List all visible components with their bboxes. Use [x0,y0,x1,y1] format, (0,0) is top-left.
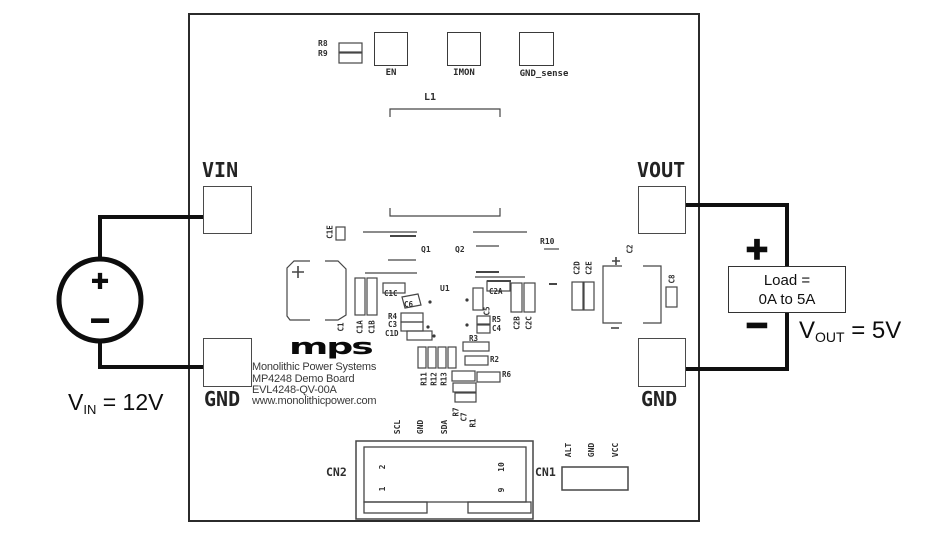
board-outline [188,13,700,522]
silkscreen-ref-r10: R10 [540,237,555,246]
silkscreen-ref-r11: R11 [419,372,429,386]
connector-cn2-label: CN2 [326,465,347,479]
pad-gnd-right [638,338,686,387]
vin-annotation: VIN = 12V [68,389,163,417]
silkscreen-ref-q1: Q1 [421,245,431,254]
load-plus-symbol: + [745,229,769,271]
pad-en [374,32,408,66]
silkscreen-ref-c8: C8 [667,274,677,284]
silkscreen-ref-c1c: C1C [384,289,398,298]
silkscreen-ref-c1d: C1D [385,329,399,338]
board-name-text: MP4248 Demo Board [252,373,355,385]
load-box-line2: 0A to 5A [758,290,816,308]
silkscreen-ref-scl: SCL [393,419,402,435]
pad-imon [447,32,481,66]
silkscreen-ref-9: 9 [497,487,506,493]
silkscreen-ref-c1b: C1B [367,320,377,334]
gnd-right-pad-label: GND [641,387,678,411]
silkscreen-ref-r2: R2 [490,355,500,364]
silkscreen-ref-r4: R4 [388,312,398,321]
silkscreen-ref-gnd: GND [416,419,425,435]
silkscreen-ref-c1e: C1E [325,225,335,239]
silkscreen-ref-c2a: C2A [489,287,503,296]
vout-annotation: VOUT = 5V [799,317,901,345]
silkscreen-ref-10: 10 [497,462,506,472]
connector-cn1-label: CN1 [535,465,556,479]
pad-vin [203,186,252,234]
wire-vout-positive [686,203,789,266]
silkscreen-ref-r9: R9 [318,49,328,58]
gnd-left-pad-label: GND [204,387,241,411]
vout-pad-label: VOUT [637,158,686,182]
silkscreen-ref-sda: SDA [440,419,449,435]
pad-vout [638,186,686,234]
source-plus-symbol: + [91,265,110,298]
load-box-line1: Load = [763,271,811,289]
silkscreen-ref-c2c: C2C [524,316,534,330]
vin-annotation-symbol: V [68,389,84,415]
silkscreen-ref-c5: C5 [482,306,492,316]
silkscreen-ref-c1: C1 [336,322,346,332]
en-pad-label: EN [385,68,397,78]
silkscreen-ref-c3: C3 [388,320,398,329]
silkscreen-ref-r5: R5 [492,315,502,324]
source-minus-symbol: − [90,302,111,340]
silkscreen-ref-c2e: C2E [584,261,594,275]
pad-gnd-left [203,338,252,387]
silkscreen-ref-r8: R8 [318,39,328,48]
silkscreen-ref-q2: Q2 [455,245,465,254]
silkscreen-ref-r1: R1 [468,418,478,428]
vin-pad-label: VIN [202,158,239,182]
mps-logo: mps [289,334,374,360]
gnd-sense-pad-label: GND_sense [519,69,569,79]
vin-annotation-value: = 12V [96,389,164,415]
vout-annotation-symbol: V [799,317,816,344]
silkscreen-ref-c1a: C1A [355,320,365,334]
silkscreen-ref-c7: C7 [459,412,469,422]
website-text: www.monolithicpower.com [252,395,377,407]
vin-annotation-subscript: IN [83,402,97,417]
silkscreen-ref-r3: R3 [469,334,479,343]
silkscreen-ref-r12: R12 [429,372,439,386]
silkscreen-ref-r13: R13 [439,372,449,386]
silkscreen-ref-gnd: GND [587,442,596,458]
silkscreen-ref-c2d: C2D [572,261,582,275]
silkscreen-ref-r6: R6 [502,370,512,379]
silkscreen-ref-c2: C2 [625,244,635,254]
pad-gnd-sense [519,32,554,66]
inductor-l1-label: L1 [424,92,437,103]
load-minus-symbol: − [745,305,769,347]
silkscreen-ref-2: 2 [378,464,387,470]
board-part-number-text: EVL4248-QV-00A [252,384,337,396]
wire-vout-negative [686,312,789,371]
silkscreen-ref-c2b: C2B [512,316,522,330]
silkscreen-ref-c4: C4 [492,324,502,333]
load-box: Load = 0A to 5A [728,266,846,313]
silkscreen-ref-c6: C6 [404,300,414,309]
company-name-text: Monolithic Power Systems [252,361,377,373]
silkscreen-ref-vcc: VCC [611,442,620,458]
silkscreen-ref-u1: U1 [440,284,450,293]
imon-pad-label: IMON [453,68,475,78]
vout-annotation-value: = 5V [844,317,902,344]
silkscreen-ref-1: 1 [378,486,387,492]
vout-annotation-subscript: OUT [815,329,845,345]
silkscreen-ref-alt: ALT [564,442,573,458]
